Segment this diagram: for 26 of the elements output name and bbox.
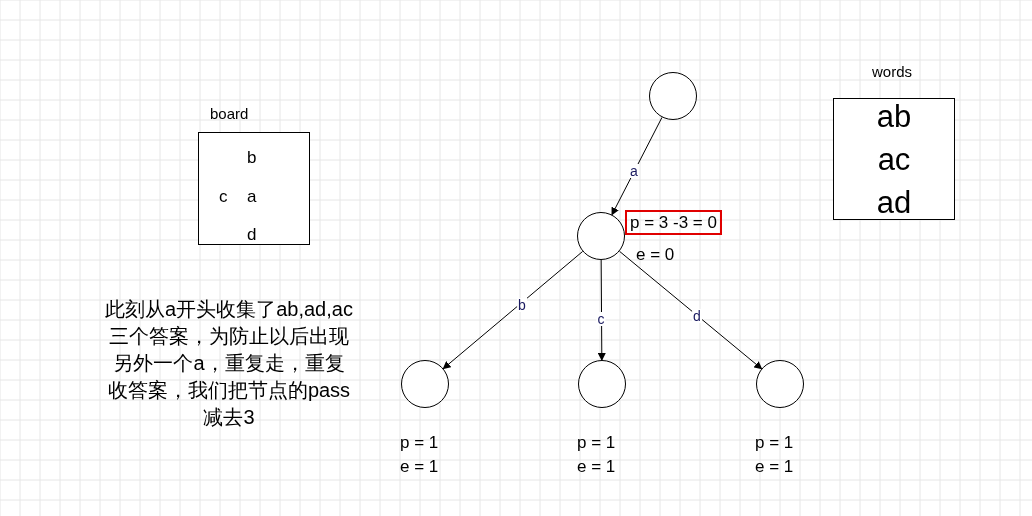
board-letter: b xyxy=(247,149,257,166)
note-text: 此刻从a开头收集了ab,ad,ac三个答案，为防止以后出现另外一个a，重复走，重复收答案，我们把节点的pass 减去3 xyxy=(104,297,354,430)
box-title: board xyxy=(210,106,249,121)
edge-label: c xyxy=(596,312,606,326)
end-count: e = 1 xyxy=(400,458,439,475)
end-count: e = 1 xyxy=(755,458,794,475)
edge-label: a xyxy=(629,164,639,178)
arrow xyxy=(619,250,763,370)
board-letter: a xyxy=(247,188,257,205)
arrow xyxy=(597,259,606,361)
pass-count-highlight: p = 3 -3 = 0 xyxy=(625,210,722,235)
word: ac xyxy=(877,140,911,179)
word: ad xyxy=(876,183,912,222)
pass-count: p = 1 xyxy=(755,434,794,451)
box-title: words xyxy=(872,64,912,79)
end-count: e = 0 xyxy=(636,246,675,263)
board-letter: d xyxy=(247,226,257,243)
arrow xyxy=(611,116,663,216)
edge-label: d xyxy=(692,309,702,323)
end-count: e = 1 xyxy=(577,458,616,475)
arrow xyxy=(442,250,584,370)
edge-label: b xyxy=(517,298,527,312)
pass-count: p = 1 xyxy=(577,434,616,451)
word: ab xyxy=(876,97,912,136)
board-letter: c xyxy=(219,188,228,205)
pass-count: p = 1 xyxy=(400,434,439,451)
